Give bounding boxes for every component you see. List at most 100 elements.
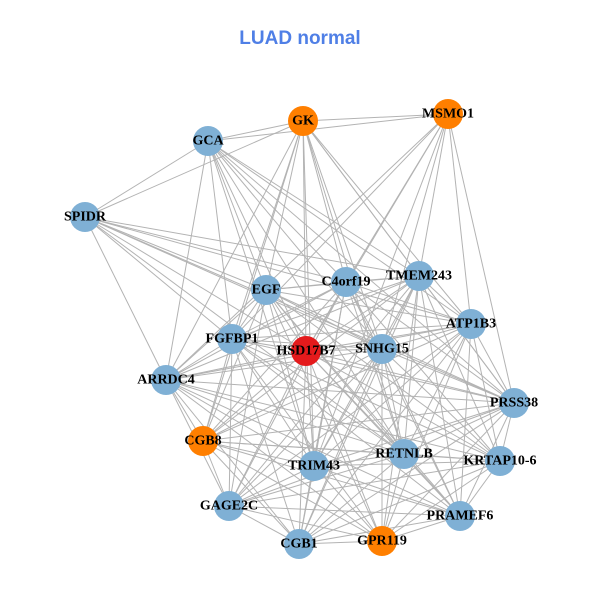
node-circle[interactable] xyxy=(445,501,475,531)
node-circle[interactable] xyxy=(251,275,281,305)
node-C4orf19[interactable]: C4orf19 xyxy=(322,267,371,297)
node-GAGE2C[interactable]: GAGE2C xyxy=(200,491,258,521)
edge-MSMO1-SNHG15 xyxy=(381,113,449,350)
edge-PRSS38-CGB1 xyxy=(298,402,515,545)
edge-SNHG15-ARRDC4 xyxy=(165,348,383,381)
node-circle[interactable] xyxy=(367,526,397,556)
node-PRAMEF6[interactable]: PRAMEF6 xyxy=(427,501,494,531)
edge-GCA-C4orf19 xyxy=(207,140,347,283)
edge-KRTAP10-6-GAGE2C xyxy=(228,460,501,507)
edge-TMEM243-TRIM43 xyxy=(313,275,420,467)
node-GCA[interactable]: GCA xyxy=(192,126,224,156)
node-label: GAGE2C xyxy=(200,499,258,514)
edge-SPIDR-TMEM243 xyxy=(84,216,420,277)
node-TMEM243[interactable]: TMEM243 xyxy=(386,261,452,291)
node-label: ARRDC4 xyxy=(137,373,195,388)
edge-SPIDR-ARRDC4 xyxy=(84,216,167,381)
node-HSD17B7[interactable]: HSD17B7 xyxy=(276,336,336,366)
node-MSMO1[interactable]: MSMO1 xyxy=(422,99,474,129)
edge-TRIM43-GPR119 xyxy=(313,465,383,542)
edge-PRSS38-GAGE2C xyxy=(228,402,515,507)
edge-EGF-ARRDC4 xyxy=(165,289,267,381)
edge-RETNLB-CGB1 xyxy=(298,453,405,545)
edge-SNHG15-KRTAP10-6 xyxy=(381,348,501,462)
edge-GCA-MSMO1 xyxy=(207,113,449,142)
edge-ARRDC4-KRTAP10-6 xyxy=(165,379,501,462)
edge-C4orf19-PRAMEF6 xyxy=(345,281,461,517)
edge-TRIM43-GAGE2C xyxy=(228,465,315,507)
edge-EGF-KRTAP10-6 xyxy=(265,289,501,462)
node-circle[interactable] xyxy=(193,126,223,156)
edge-FGFBP1-GAGE2C xyxy=(228,338,233,507)
edge-GAGE2C-GPR119 xyxy=(228,505,383,542)
edge-TMEM243-CGB1 xyxy=(298,275,420,545)
node-circle[interactable] xyxy=(188,426,218,456)
node-circle[interactable] xyxy=(217,324,247,354)
edge-TMEM243-RETNLB xyxy=(403,275,420,455)
node-circle[interactable] xyxy=(214,491,244,521)
edge-RETNLB-TRIM43 xyxy=(313,453,405,467)
edge-SPIDR-HSD17B7 xyxy=(84,216,307,352)
edge-FGFBP1-RETNLB xyxy=(231,338,405,455)
edge-EGF-PRAMEF6 xyxy=(265,289,461,517)
edge-MSMO1-TRIM43 xyxy=(313,113,449,467)
node-TRIM43[interactable]: TRIM43 xyxy=(288,451,340,481)
edge-GK-ATP1B3 xyxy=(302,120,472,325)
edge-CGB8-CGB1 xyxy=(202,440,300,545)
node-circle[interactable] xyxy=(499,388,529,418)
node-ATP1B3[interactable]: ATP1B3 xyxy=(446,309,496,339)
node-label: HSD17B7 xyxy=(276,344,335,359)
node-label: GPR119 xyxy=(357,534,407,549)
edge-MSMO1-ARRDC4 xyxy=(165,113,449,381)
edge-ATP1B3-KRTAP10-6 xyxy=(470,323,501,462)
edge-ATP1B3-CGB8 xyxy=(202,323,472,442)
edge-GK-ARRDC4 xyxy=(165,120,304,381)
node-SNHG15[interactable]: SNHG15 xyxy=(355,334,409,364)
node-SPIDR[interactable]: SPIDR xyxy=(64,202,107,232)
edge-GCA-PRSS38 xyxy=(207,140,515,404)
node-circle[interactable] xyxy=(291,336,321,366)
edge-PRSS38-RETNLB xyxy=(403,402,515,455)
node-circle[interactable] xyxy=(288,106,318,136)
edge-SPIDR-ATP1B3 xyxy=(84,216,472,325)
node-label: CGB8 xyxy=(184,434,221,449)
node-PRSS38[interactable]: PRSS38 xyxy=(490,388,538,418)
edge-GCA-SPIDR xyxy=(84,140,209,218)
edge-SPIDR-C4orf19 xyxy=(84,216,347,283)
node-circle[interactable] xyxy=(404,261,434,291)
edge-SNHG15-TRIM43 xyxy=(313,348,383,467)
node-GPR119[interactable]: GPR119 xyxy=(357,526,407,556)
node-circle[interactable] xyxy=(70,202,100,232)
node-label: ATP1B3 xyxy=(446,317,496,332)
edge-ARRDC4-GPR119 xyxy=(165,379,383,542)
edge-TMEM243-ARRDC4 xyxy=(165,275,420,381)
node-circle[interactable] xyxy=(389,439,419,469)
node-circle[interactable] xyxy=(367,334,397,364)
node-circle[interactable] xyxy=(456,309,486,339)
diagram-title: LUAD normal xyxy=(239,28,361,49)
edge-ATP1B3-FGFBP1 xyxy=(231,323,472,340)
edge-FGFBP1-GPR119 xyxy=(231,338,383,542)
node-circle[interactable] xyxy=(299,451,329,481)
node-circle[interactable] xyxy=(433,99,463,129)
node-FGFBP1[interactable]: FGFBP1 xyxy=(206,324,259,354)
node-CGB8[interactable]: CGB8 xyxy=(184,426,222,456)
edge-ATP1B3-SNHG15 xyxy=(381,323,472,350)
node-EGF[interactable]: EGF xyxy=(251,275,281,305)
node-KRTAP10-6[interactable]: KRTAP10-6 xyxy=(463,446,537,476)
node-GK[interactable]: GK xyxy=(288,106,318,136)
node-CGB1[interactable]: CGB1 xyxy=(280,529,318,559)
edge-GCA-ATP1B3 xyxy=(207,140,472,325)
node-label: CGB1 xyxy=(280,537,317,552)
node-circle[interactable] xyxy=(284,529,314,559)
node-ARRDC4[interactable]: ARRDC4 xyxy=(137,365,195,395)
node-RETNLB[interactable]: RETNLB xyxy=(375,439,433,469)
edge-FGFBP1-CGB8 xyxy=(202,338,233,442)
edge-HSD17B7-GAGE2C xyxy=(228,350,307,507)
edge-GCA-RETNLB xyxy=(207,140,405,455)
node-label: PRAMEF6 xyxy=(427,509,494,524)
node-circle[interactable] xyxy=(331,267,361,297)
node-circle[interactable] xyxy=(151,365,181,395)
node-circle[interactable] xyxy=(485,446,515,476)
